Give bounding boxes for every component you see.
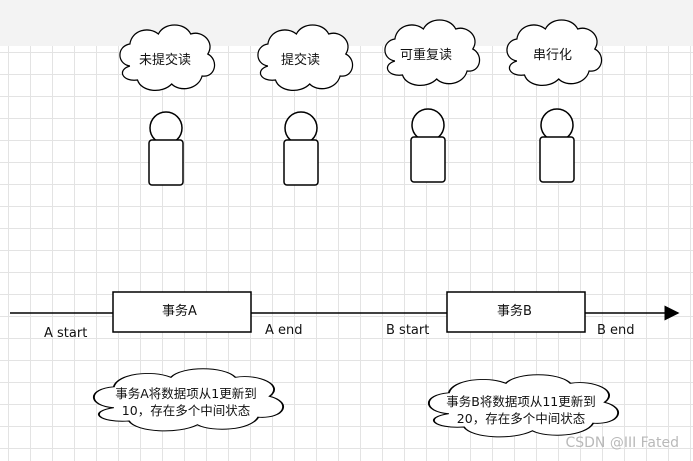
b-end-label: B end (597, 323, 635, 338)
level-label-repeatable-read: 可重复读 (400, 48, 453, 63)
level-label-read-uncommitted: 未提交读 (139, 53, 192, 68)
transaction-a-box (112, 291, 252, 333)
watermark: CSDN @III Fated (565, 435, 679, 451)
note-b-text: 事务B将数据项从11更新到 20，存在多个中间状态 (428, 393, 614, 427)
note-a-text: 事务A将数据项从1更新到 10，存在多个中间状态 (96, 385, 276, 419)
b-start-label: B start (386, 323, 430, 338)
actor-figure-4 (539, 108, 575, 183)
actor-figure-2 (283, 111, 319, 186)
a-end-label: A end (265, 323, 303, 338)
actor-figure-1 (148, 111, 184, 186)
level-label-serializable: 串行化 (533, 48, 573, 63)
note-a-line-2: 10，存在多个中间状态 (121, 403, 251, 418)
note-a-line-1: 事务A将数据项从1更新到 (115, 386, 257, 401)
transaction-a-label: 事务A (162, 304, 197, 319)
transaction-b-box (446, 291, 586, 333)
a-start-label: A start (44, 326, 88, 341)
note-b-line-1: 事务B将数据项从11更新到 (446, 394, 596, 409)
transaction-b-label: 事务B (497, 304, 532, 319)
level-label-read-committed: 提交读 (281, 53, 321, 68)
actor-figure-3 (410, 108, 446, 183)
note-b-line-2: 20，存在多个中间状态 (456, 411, 586, 426)
